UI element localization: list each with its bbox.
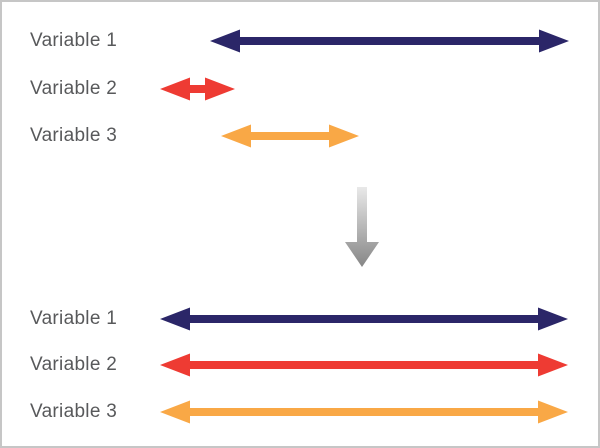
variable-row: Variable 1 <box>2 307 598 331</box>
variable-label: Variable 2 <box>30 354 118 375</box>
variable-row: Variable 3 <box>2 124 598 148</box>
variable-row: Variable 1 <box>2 29 598 53</box>
range-arrow <box>160 307 568 331</box>
range-arrow <box>160 400 568 424</box>
range-arrow <box>160 353 568 377</box>
down-arrow-icon <box>344 186 380 268</box>
variable-row: Variable 2 <box>2 77 598 101</box>
range-arrow <box>210 29 569 53</box>
range-arrow <box>221 124 359 148</box>
variable-label: Variable 3 <box>30 401 118 422</box>
variable-label: Variable 3 <box>30 125 118 146</box>
variable-label: Variable 1 <box>30 308 118 329</box>
variable-row: Variable 3 <box>2 400 598 424</box>
variable-row: Variable 2 <box>2 353 598 377</box>
variable-label: Variable 2 <box>30 78 118 99</box>
range-arrow <box>160 77 235 101</box>
variable-label: Variable 1 <box>30 30 118 51</box>
